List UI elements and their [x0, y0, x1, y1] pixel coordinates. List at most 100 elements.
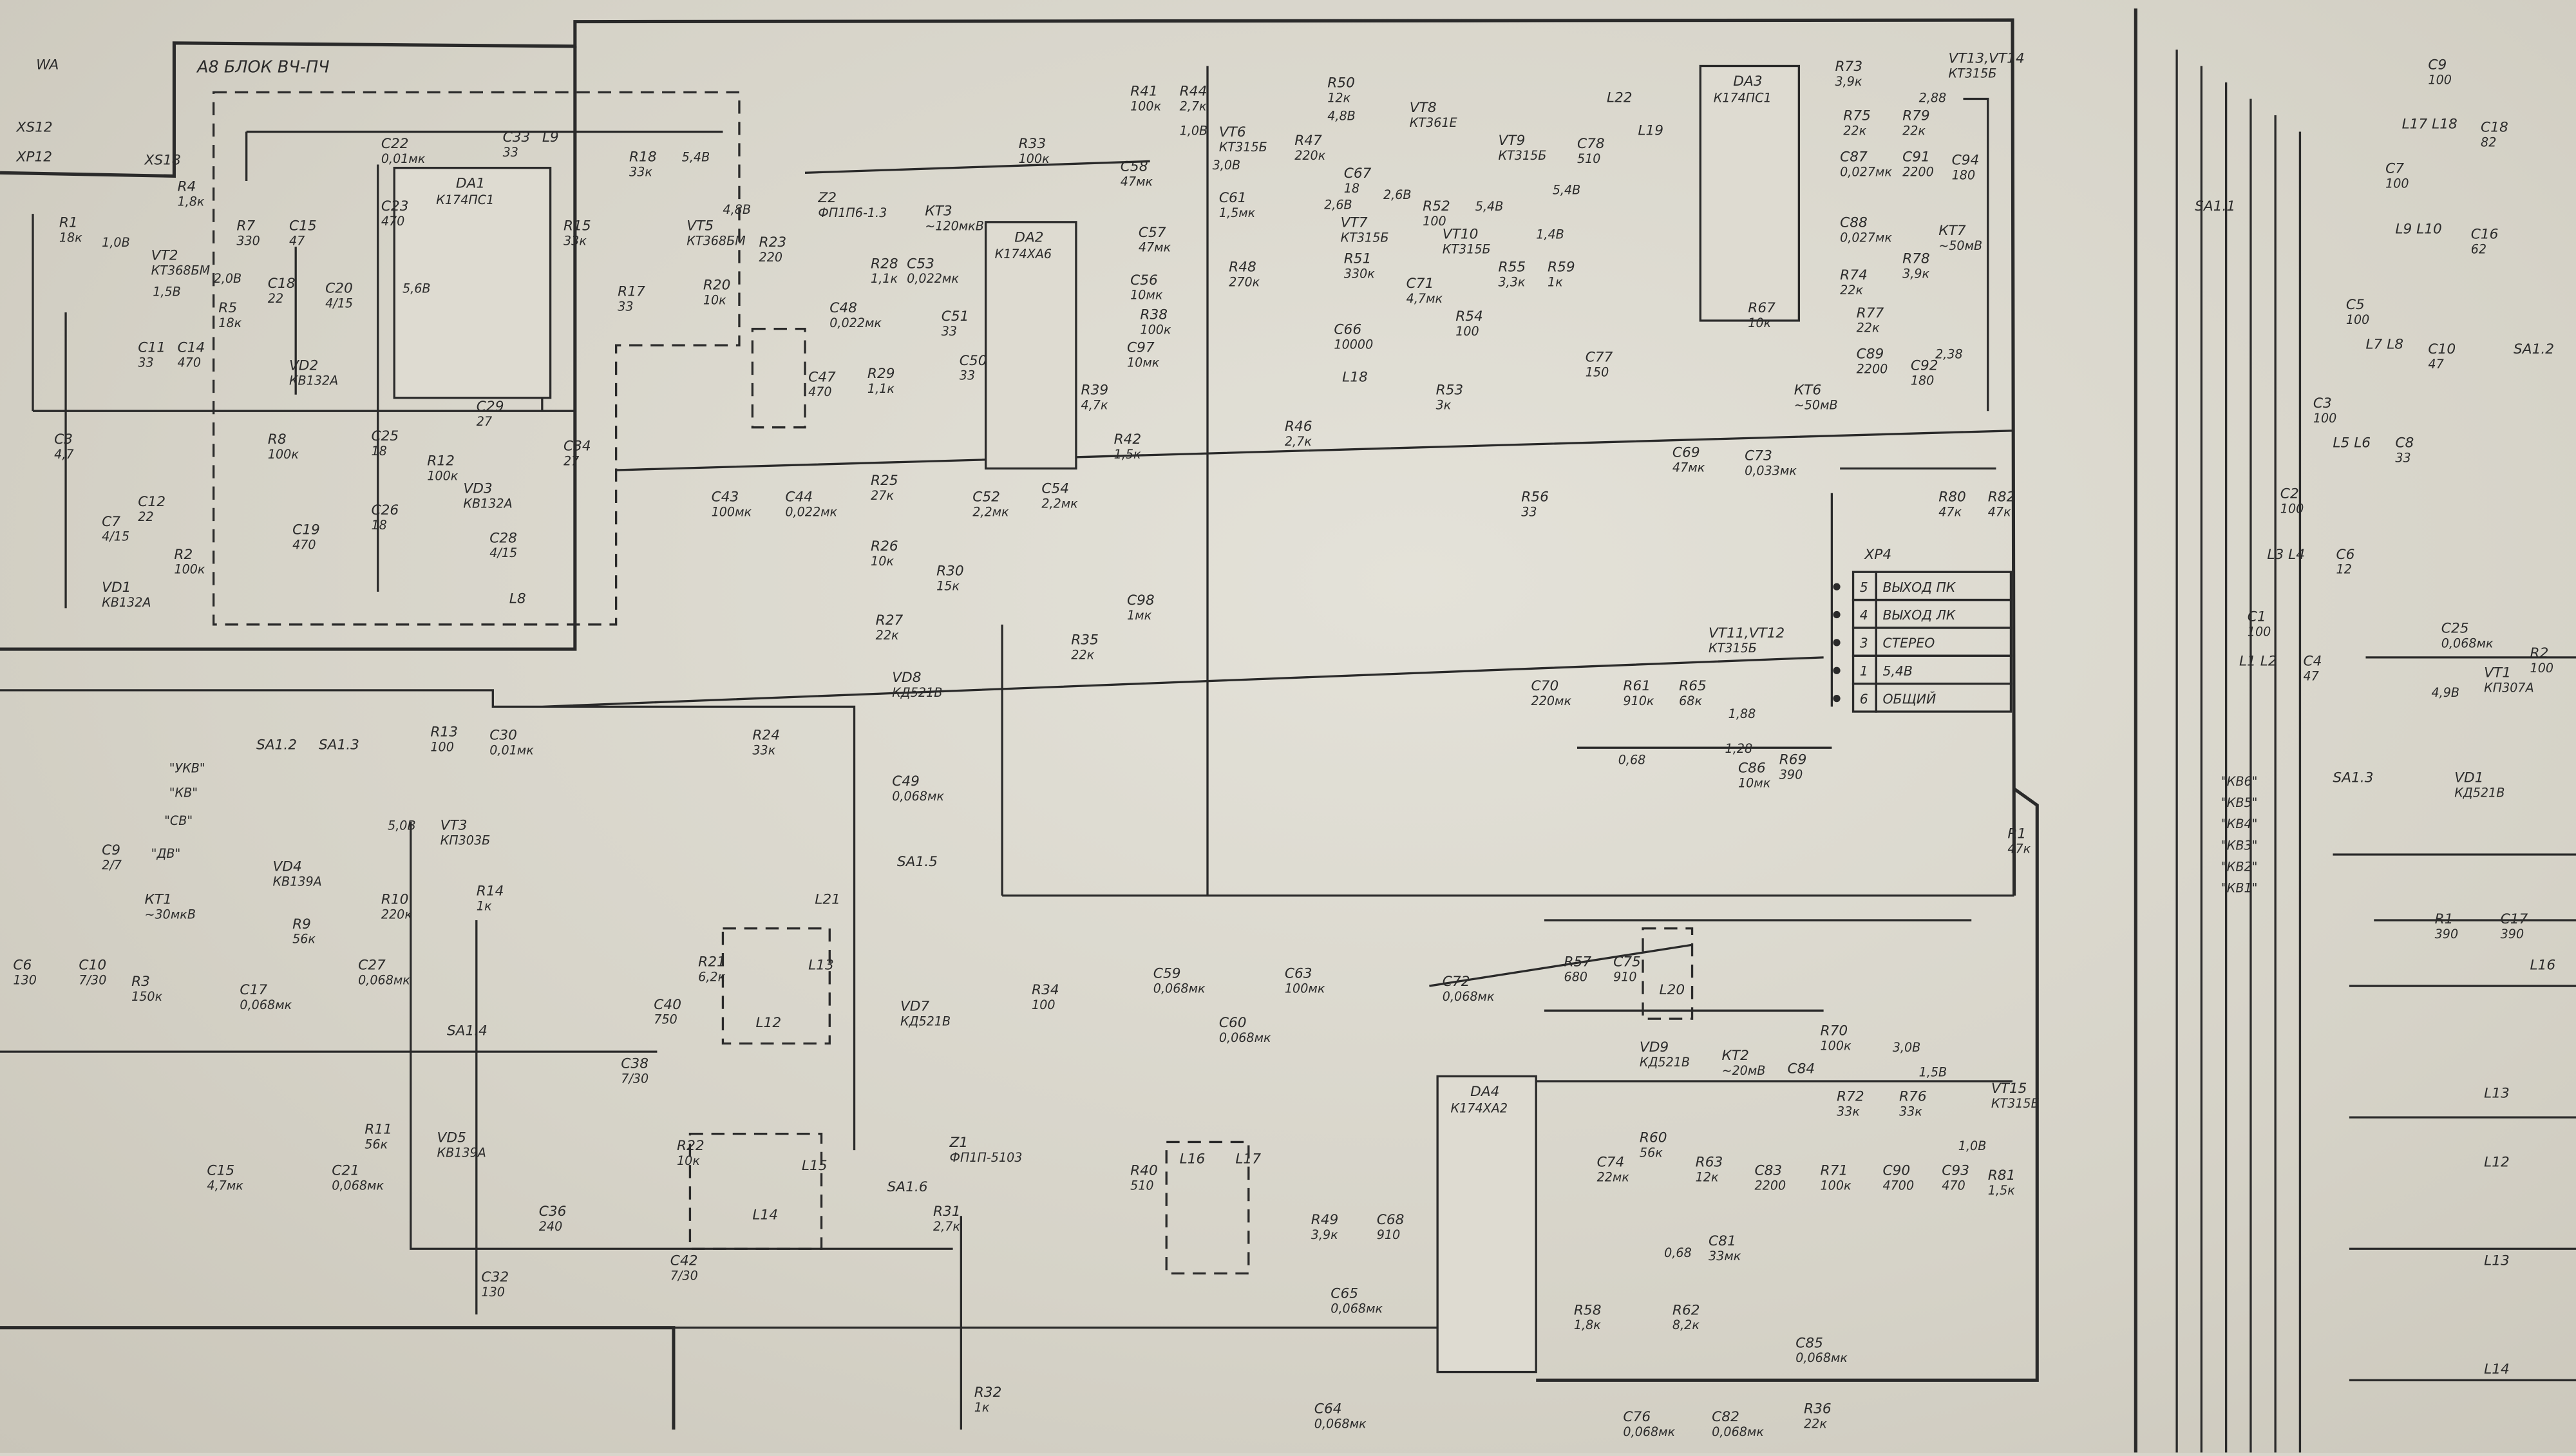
component-value: ~20мВ — [1721, 1063, 1765, 1078]
component-value: ~120мкВ — [925, 219, 984, 234]
component: L17 — [1235, 1151, 1261, 1168]
component: L3 L4 — [2267, 547, 2305, 563]
component-ref: C22 — [381, 136, 409, 152]
component-ref: C4 — [2304, 654, 2322, 670]
ic-ref: DA3 — [1733, 73, 1762, 90]
component-value: 100 — [2248, 625, 2271, 639]
component-ref: C64 — [1314, 1401, 1342, 1417]
component-ref: C15 — [207, 1162, 234, 1178]
ic-type: К174ПС1 — [436, 193, 494, 207]
component-ref: R40 — [1130, 1162, 1158, 1178]
component-value: 4,7мк — [207, 1178, 243, 1193]
component-value: 100 — [2346, 312, 2370, 327]
component: L9 — [542, 129, 559, 146]
component-ref: C42 — [670, 1253, 698, 1269]
component-value: 33к — [752, 742, 775, 757]
component-value: 0,068мк — [1331, 1301, 1383, 1316]
component-ref: C18 — [268, 276, 296, 292]
component-ref: SA1.6 — [887, 1179, 928, 1195]
component-ref: C65 — [1331, 1286, 1358, 1302]
component-ref: L8 — [509, 591, 526, 607]
xp4-pin: 5 — [1860, 580, 1868, 595]
component-ref: КТ6 — [1794, 383, 1821, 399]
component: L12 — [2484, 1155, 2510, 1171]
component-value: 1,8к — [178, 194, 205, 209]
component-ref: C19 — [292, 522, 320, 538]
component-ref: R62 — [1672, 1302, 1700, 1318]
component-ref: R1 — [2007, 826, 2026, 842]
component-value: КТ368БМ — [687, 234, 745, 249]
xp4-signal: ВЫХОД ПК — [1882, 580, 1956, 595]
component-ref: R35 — [1071, 632, 1099, 648]
component-value: 2,2мк — [1041, 496, 1078, 511]
component-ref: C17 — [240, 982, 267, 998]
component-value: 7/30 — [621, 1072, 649, 1086]
component-value: 180 — [1911, 373, 1935, 388]
component-ref: R61 — [1623, 678, 1651, 694]
component-ref: R67 — [1748, 300, 1776, 316]
component-value: 3,9к — [1835, 74, 1862, 89]
component-ref: C78 — [1577, 136, 1605, 152]
component-ref: C63 — [1285, 965, 1312, 981]
component-value: КД521В — [1640, 1055, 1690, 1070]
component-value: 0,068мк — [1219, 1030, 1271, 1045]
connector-label: WA — [36, 57, 59, 73]
component-ref: C51 — [942, 308, 969, 325]
component-value: 27 — [477, 414, 492, 429]
component: SA1.4 — [447, 1023, 488, 1039]
component-ref: L13 — [808, 958, 834, 974]
component-value: 33к — [629, 164, 652, 179]
component-ref: R18 — [629, 149, 657, 165]
component-ref: R72 — [1837, 1089, 1864, 1105]
component: C92/7 — [102, 842, 122, 873]
component-ref: C71 — [1406, 276, 1434, 292]
voltage-label: 1,28 — [1725, 741, 1753, 756]
component-ref: R71 — [1821, 1162, 1848, 1178]
component-value: 910к — [1623, 694, 1654, 708]
component-value: 1,1к — [871, 271, 898, 286]
component-value: 4/15 — [325, 296, 353, 310]
component-value: 750 — [654, 1012, 677, 1027]
component-value: 510 — [1130, 1178, 1154, 1193]
component-value: 0,068мк — [1623, 1424, 1675, 1439]
component-ref: R80 — [1938, 489, 1966, 506]
component-value: КВ139А — [272, 874, 321, 889]
block-title: А8 БЛОК ВЧ-ПЧ — [196, 58, 330, 77]
component-value: 2200 — [1902, 164, 1934, 179]
component-ref: C43 — [712, 489, 739, 506]
voltage-label: 1,4В — [1536, 227, 1564, 241]
component-value: 470 — [178, 355, 202, 370]
component: SA1.2 — [2514, 341, 2554, 357]
component-ref: R9 — [292, 916, 311, 932]
component-ref: C94 — [1952, 153, 1980, 169]
component-ref: КТ2 — [1721, 1048, 1748, 1064]
component: R41,8к — [178, 178, 205, 209]
band-label: "КВ3" — [2221, 838, 2257, 853]
component-value: КТ361Е — [1410, 115, 1458, 130]
component-value: 2200 — [1857, 362, 1888, 377]
